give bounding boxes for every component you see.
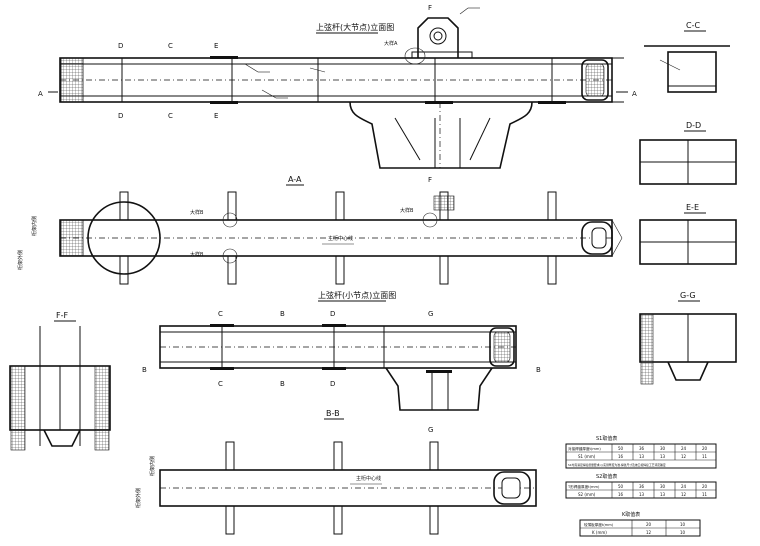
table-s2-r4: 11 [702,492,708,497]
table-s2-r2: 13 [660,492,666,497]
title-small-node: 上弦杆(小节点)立面图 [318,290,396,300]
table-k-h0: 20 [646,522,652,527]
table-s1-header-label: 对接焊缝厚度t(mm) [568,446,601,451]
label-truss-center-bb: 主桁中心线 [356,475,381,482]
cut-f-top: F [428,4,432,12]
table-s1-r0: 16 [618,454,624,459]
elevation-big-node: 上弦杆(大节点)立面图 [38,4,637,169]
table-k-h1: 10 [680,522,686,527]
table-s1-h0: 50 [618,446,624,451]
section-c-c: C-C [644,21,730,93]
cut-c-top: C [168,42,173,50]
table-s2-h4: 20 [702,484,708,489]
title-f-f: F-F [56,311,68,320]
weld-hatch-left-top [60,57,84,103]
cut-c-small-bottom: C [218,380,223,388]
title-big-node: 上弦杆(大节点)立面图 [316,22,394,32]
cut-b-left: B [142,366,147,374]
table-s1-h2: 30 [660,446,666,451]
label-truss-center-aa: 主桁中心线 [328,235,353,242]
table-s2-h3: 24 [681,484,687,489]
cut-c-bottom: C [168,112,173,120]
label-outer-aa: 桁架外侧 [17,250,24,270]
title-c-c: C-C [686,21,700,30]
table-s1-r1: 13 [639,454,645,459]
cut-d-small-bottom: D [330,380,335,388]
section-f-f: F-F [9,311,111,451]
title-e-e: E-E [686,203,699,212]
section-d-d: D-D [639,121,737,185]
cut-g-small-top: G [428,310,433,318]
table-s1: S1取值表 对接焊缝厚度t(mm) 50 36 30 24 20 S1 (mm)… [565,435,717,469]
cut-c-small-top: C [218,310,223,318]
section-e-e: E-E [639,203,737,265]
cut-a-left: A [38,90,43,98]
cut-b-right: B [536,366,541,374]
table-s1-note: S1均需满足焊接质量要求,以实测厚度为准,焊缝尺寸及坡口按焊接工艺评定确定 [568,463,666,467]
cut-b-small-top: B [280,310,285,318]
table-s1-h1: 36 [639,446,645,451]
label-outer-bb: 桁架外侧 [135,488,142,508]
cut-a-right: A [632,90,637,98]
table-s1-r2: 13 [660,454,666,459]
elevation-small-node: 上弦杆(小节点)立面图 B B C B D G C B D [142,290,541,411]
label-detail-a: 大样A [384,40,398,47]
label-detail-b-2: 大样B [190,251,204,258]
table-s1-r3: 12 [681,454,687,459]
table-s2-h2: 30 [660,484,666,489]
label-inner-bb: 桁架内侧 [149,456,156,476]
table-s2-title: S2取值表 [596,473,617,480]
plan-b-b: B-B 主桁中心线 桁架外侧 桁架内侧 G [135,409,537,535]
table-k-title: K取值表 [622,511,640,518]
table-s1-h3: 24 [681,446,687,451]
lifting-lug [417,17,459,58]
end-cap-top [581,59,609,101]
cut-d-small-top: D [330,310,335,318]
table-s2-header-label: T形焊缝厚度t(mm) [567,484,600,489]
table-s2-h0: 50 [618,484,624,489]
table-s1-row-label: S1 (mm) [578,454,596,459]
title-a-a: A-A [288,175,302,184]
cut-f-aa: F [428,176,432,184]
table-k-header-label: 较薄板厚度t(mm) [584,522,614,527]
table-s1-h4: 20 [702,446,708,451]
label-detail-b-1: 大样B [190,209,204,216]
table-s2-h1: 36 [639,484,645,489]
table-s2-r0: 16 [618,492,624,497]
table-k-r1: 10 [680,530,686,535]
table-k-row-label: K (mm) [592,530,607,535]
table-s1-r4: 11 [702,454,708,459]
section-g-g: G-G [639,291,737,385]
label-detail-b-3: 大样B [400,207,414,214]
title-b-b: B-B [326,409,340,418]
table-s2: S2取值表 T形焊缝厚度t(mm) 50 36 30 24 20 S2 (mm)… [565,473,717,499]
table-s2-row-label: S2 (mm) [578,492,596,497]
table-k-r0: 12 [646,530,652,535]
cut-d-bottom: D [118,112,123,120]
cut-e-top: E [214,42,218,50]
title-g-g: G-G [680,291,696,300]
table-s2-r3: 12 [681,492,687,497]
title-d-d: D-D [686,121,701,130]
lug-hole-icon [429,27,447,45]
cut-e-bottom: E [214,112,218,120]
plan-a-a: A-A 大样B 大样B 大样B 主桁中心线 桁架外侧 桁架内侧 F [17,175,623,285]
table-k: K取值表 较薄板厚度t(mm) 20 10 K (mm) 12 10 [579,511,701,537]
cut-b-small-bottom: B [280,380,285,388]
cut-d-top: D [118,42,123,50]
node-plate-circle [87,201,161,275]
cut-g-bb: G [428,426,433,434]
table-s2-r1: 13 [639,492,645,497]
label-inner-aa: 桁架内侧 [31,216,38,236]
table-s1-title: S1取值表 [596,435,617,442]
